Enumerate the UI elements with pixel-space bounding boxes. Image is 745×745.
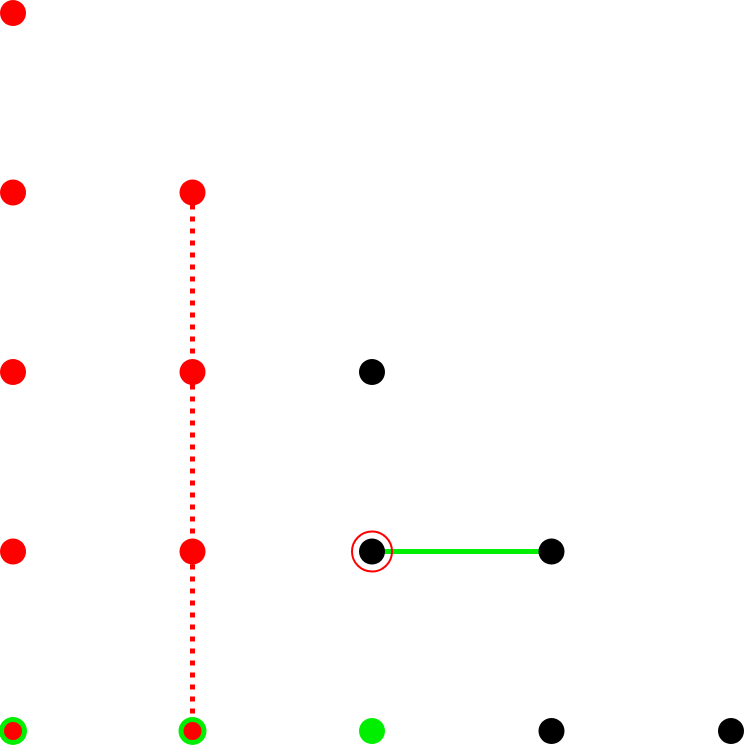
dot-c3-r4[interactable] xyxy=(538,718,565,744)
black-dot xyxy=(359,359,385,385)
dot-c4-r4[interactable] xyxy=(718,718,744,744)
red-dot xyxy=(0,0,26,26)
dot-c2-r2[interactable] xyxy=(359,359,385,385)
black-dot xyxy=(538,718,565,744)
black-dot xyxy=(359,538,385,565)
dot-c1-r2[interactable] xyxy=(179,359,206,385)
green-dot xyxy=(359,718,385,744)
red-dot xyxy=(0,179,26,206)
black-dot xyxy=(538,538,565,565)
dot-c0-r1[interactable] xyxy=(0,179,26,206)
dot-c1-r3[interactable] xyxy=(179,538,206,565)
black-dot xyxy=(718,718,744,744)
dot-c0-r3[interactable] xyxy=(0,538,26,565)
red-dot xyxy=(4,722,22,740)
dot-c2-r4[interactable] xyxy=(359,718,385,744)
dot-c0-r4[interactable] xyxy=(0,717,27,745)
red-dot xyxy=(0,538,26,565)
dot-c3-r3[interactable] xyxy=(538,538,565,565)
dot-c1-r1[interactable] xyxy=(179,179,206,206)
dot-c2-r3[interactable] xyxy=(351,530,393,573)
red-dot xyxy=(179,538,206,565)
dot-c0-r2[interactable] xyxy=(0,359,26,385)
red-dot xyxy=(179,359,206,385)
dot-c0-r0[interactable] xyxy=(0,0,26,26)
red-dot xyxy=(183,722,202,740)
red-dot xyxy=(0,359,26,385)
red-dot xyxy=(179,179,206,206)
dot-c1-r4[interactable] xyxy=(178,717,207,745)
red-selection-ring xyxy=(351,530,393,573)
